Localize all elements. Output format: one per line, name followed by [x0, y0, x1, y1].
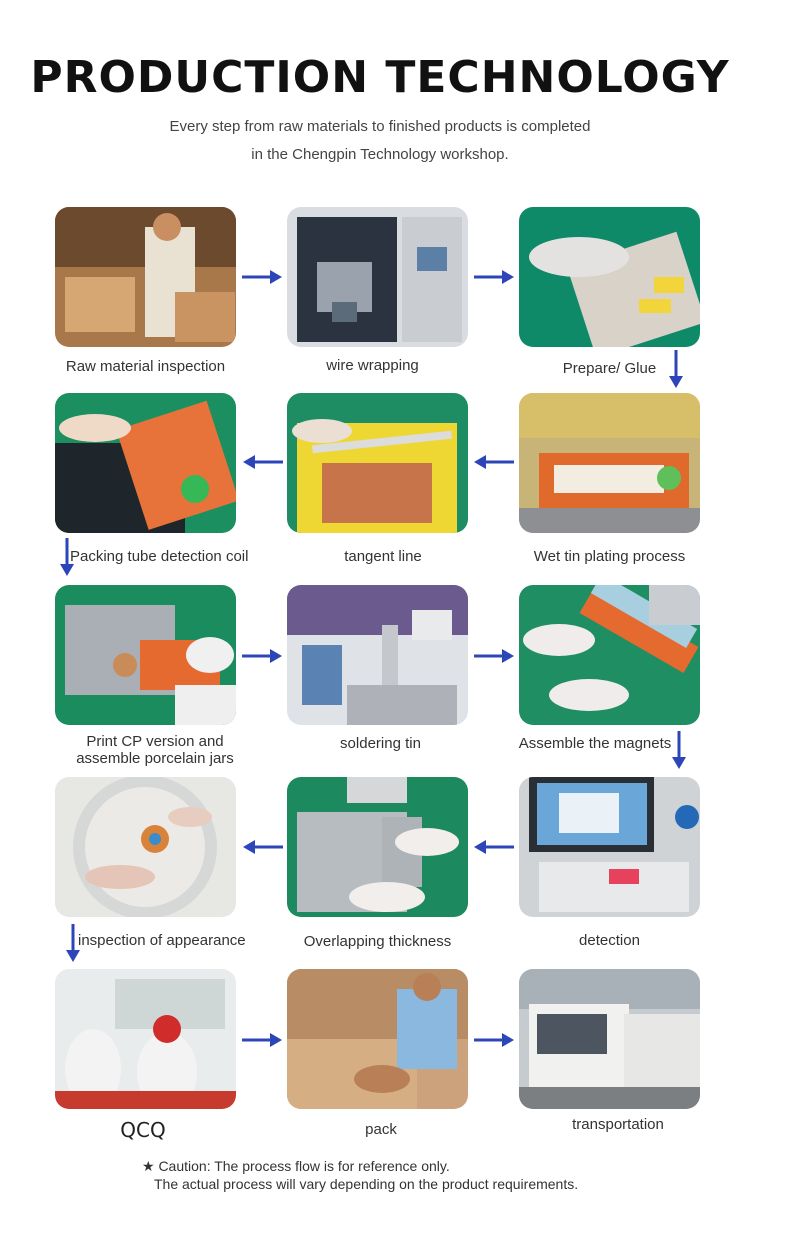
photo-qcq — [55, 969, 236, 1109]
caution-note-line-2: The actual process will vary depending o… — [154, 1176, 579, 1192]
arrow-right-icon — [474, 1033, 514, 1047]
caption-soldering-tin: soldering tin — [340, 735, 421, 752]
photo-raw-material-inspection — [55, 207, 236, 347]
arrow-right-icon — [474, 649, 514, 663]
caption-raw-material-inspection: Raw material inspection — [65, 358, 226, 375]
caption-wire-wrapping: wire wrapping — [326, 357, 419, 374]
caption-inspection-of-appearance: inspection of appearance — [78, 932, 246, 949]
page-title: PRODUCTION TECHNOLOGY — [30, 52, 730, 103]
arrow-left-icon — [474, 840, 514, 854]
caption-print-cp-version-line1: Print CP version and — [86, 733, 224, 750]
photo-print-cp-version — [55, 585, 236, 725]
photo-pack — [287, 969, 468, 1109]
arrow-down-icon — [672, 731, 686, 769]
photo-transportation — [519, 969, 700, 1109]
arrow-right-icon — [242, 270, 282, 284]
subtitle-line-1: Every step from raw materials to finishe… — [169, 118, 591, 135]
photo-tangent-line — [287, 393, 468, 533]
caption-wet-tin-plating: Wet tin plating process — [533, 548, 686, 565]
caption-overlapping-thickness: Overlapping thickness — [303, 933, 452, 950]
caption-qcq: QCQ — [120, 1118, 166, 1142]
caption-pack: pack — [365, 1121, 397, 1138]
caption-tangent-line: tangent line — [344, 548, 422, 565]
arrow-right-icon — [242, 649, 282, 663]
arrow-down-icon — [66, 924, 80, 962]
caption-prepare-glue: Prepare/ Glue — [562, 360, 657, 377]
arrow-right-icon — [474, 270, 514, 284]
photo-overlapping-thickness — [287, 777, 468, 917]
photo-inspection-of-appearance — [55, 777, 236, 917]
arrow-right-icon — [242, 1033, 282, 1047]
arrow-left-icon — [474, 455, 514, 469]
arrow-down-icon — [669, 350, 683, 388]
caption-assemble-magnets: Assemble the magnets — [518, 735, 672, 752]
photo-soldering-tin — [287, 585, 468, 725]
caution-note-line-1: ★ Caution: The process flow is for refer… — [142, 1158, 450, 1174]
arrow-down-icon — [60, 538, 74, 576]
arrow-left-icon — [243, 840, 283, 854]
caption-detection: detection — [579, 932, 640, 949]
caption-packing-tube-detection-coil: Packing tube detection coil — [70, 548, 249, 565]
caption-print-cp-version-line2: assemble porcelain jars — [76, 750, 234, 767]
photo-packing-tube-detection-coil — [55, 393, 236, 533]
photo-wet-tin-plating — [519, 393, 700, 533]
caption-transportation: transportation — [572, 1116, 664, 1133]
photo-wire-wrapping — [287, 207, 468, 347]
photo-prepare-glue — [519, 207, 700, 347]
subtitle-line-2: in the Chengpin Technology workshop. — [251, 146, 509, 163]
photo-detection — [519, 777, 700, 917]
arrow-left-icon — [243, 455, 283, 469]
photo-assemble-magnets — [519, 585, 700, 725]
